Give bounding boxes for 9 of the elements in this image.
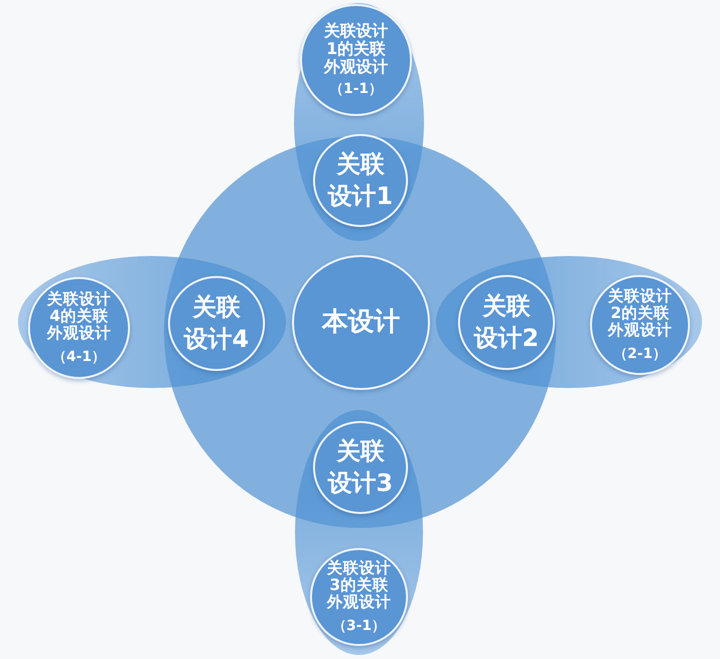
circle-label: 关联设计1的关联外观设计	[322, 22, 389, 76]
circle-label: 关联设计4的关联外观设计	[46, 290, 112, 343]
number-label: （1-1）	[329, 81, 383, 98]
number-label: （2-1）	[613, 346, 667, 362]
circle-label: 关联设计3的关联外观设计	[326, 560, 392, 612]
design-circle: 本设计	[292, 255, 430, 390]
circle-label: 关联设计2的关联外观设计	[606, 288, 673, 340]
number-label: （4-1）	[52, 348, 106, 366]
number-label: （3-1）	[332, 618, 386, 634]
